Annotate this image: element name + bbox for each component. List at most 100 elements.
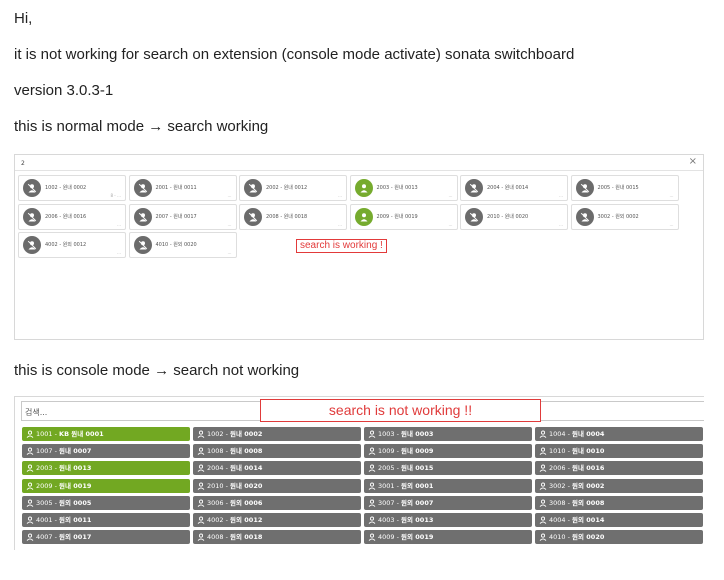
extension-name: 원외 0011	[59, 516, 92, 524]
user-muted-icon	[23, 179, 41, 197]
extension-label: 1008 - 원내 0008	[207, 447, 262, 455]
extension-card[interactable]: 3002 - 원외 0002…	[570, 203, 679, 230]
extension-pill[interactable]: 1009 - 원내 0009	[364, 444, 532, 459]
extension-number: 3002 -	[549, 481, 570, 490]
extension-card[interactable]: 2001 - 원내 0011…	[128, 175, 237, 201]
extension-label: 2009 - 원내 0019	[36, 482, 91, 490]
user-muted-icon	[575, 207, 594, 226]
extension-label: 2010 - 원내 0020	[207, 482, 262, 490]
extension-label: 2003 - 원내 0013	[376, 185, 418, 191]
extension-name: 원내 0014	[230, 464, 263, 473]
extension-status: …	[227, 250, 232, 255]
extension-pill[interactable]: 2010 - 원내 0020	[193, 478, 361, 493]
extension-pill[interactable]: 4009 - 원외 0019	[364, 530, 532, 545]
extension-name: 원내 0020	[230, 481, 263, 490]
extension-pill[interactable]: 2003 - 원내 0013	[22, 461, 190, 476]
extension-card[interactable]: 2006 - 원내 0016…	[18, 203, 126, 230]
extension-name: 원외 0020	[572, 533, 605, 542]
extension-name: 원외 0019	[401, 533, 434, 542]
user-icon	[539, 499, 547, 507]
extension-number: 1001 -	[36, 430, 57, 438]
extension-card[interactable]: 2009 - 원내 0019…	[349, 203, 458, 230]
extension-pill[interactable]: 2006 - 원내 0016	[535, 461, 703, 476]
extension-number: 3006 -	[207, 498, 228, 507]
extension-pill[interactable]: 3007 - 원외 0007	[364, 495, 532, 510]
normal-search-input[interactable]	[21, 158, 621, 168]
extension-card[interactable]: 4002 - 원외 0012…	[18, 232, 126, 258]
user-icon	[26, 516, 34, 524]
user-icon	[354, 207, 373, 226]
extension-pill[interactable]: 2005 - 원내 0015	[364, 461, 532, 476]
extension-pill[interactable]: 1010 - 원내 0010	[535, 444, 703, 459]
extension-name: 원외 0002	[572, 481, 605, 490]
extension-pill[interactable]: 4002 - 원외 0012	[193, 513, 361, 527]
user-icon	[368, 430, 376, 438]
extension-name: 원내 0019	[59, 481, 92, 490]
user-icon	[539, 447, 547, 456]
extension-pill[interactable]: 4010 - 원외 0020	[535, 530, 703, 545]
extension-pill[interactable]: 3001 - 원외 0001	[364, 478, 532, 493]
extension-number: 2004 -	[207, 464, 228, 473]
extension-pill[interactable]: 1002 - 원내 0002	[193, 427, 361, 441]
extension-pill[interactable]: 2009 - 원내 0019	[22, 478, 190, 493]
extension-label: 4003 - 원외 0013	[378, 516, 433, 524]
user-icon	[26, 464, 34, 473]
extension-pill[interactable]: 3002 - 원외 0002	[535, 478, 703, 493]
user-icon	[539, 430, 547, 438]
close-icon[interactable]: ×	[688, 156, 697, 167]
extension-name: 원외 0014	[572, 516, 605, 524]
user-muted-icon	[23, 207, 41, 226]
extension-card[interactable]: 2007 - 원내 0017…	[128, 203, 237, 230]
extension-pill[interactable]: 4004 - 원외 0014	[535, 513, 703, 527]
extension-name: 원내 0002	[230, 430, 263, 438]
extension-number: 4008 -	[207, 533, 228, 542]
extension-pill[interactable]: 4001 - 원외 0011	[22, 513, 190, 527]
extension-status: …	[559, 193, 563, 198]
extension-pill[interactable]: 4003 - 원외 0013	[364, 513, 532, 527]
extension-label: 1004 - 원내 0004	[549, 430, 604, 438]
extension-name: 원내 0007	[59, 447, 92, 456]
user-muted-icon	[133, 179, 152, 197]
console-search-input[interactable]	[25, 406, 225, 418]
extension-pill[interactable]: 4008 - 원외 0018	[193, 530, 361, 545]
extension-number: 2006 -	[549, 464, 570, 473]
extension-pill[interactable]: 4007 - 원외 0017	[22, 530, 190, 545]
user-icon	[354, 179, 373, 197]
extension-number: 1002 -	[207, 430, 228, 438]
extension-number: 3007 -	[378, 498, 399, 507]
extension-number: 3001 -	[378, 481, 399, 490]
normal-search-bar: ×	[15, 155, 703, 171]
user-icon	[368, 482, 376, 490]
extension-number: 2010 -	[207, 481, 228, 490]
extension-label: 3001 - 원외 0001	[378, 482, 433, 490]
extension-label: 3006 - 원외 0006	[207, 499, 262, 507]
extension-pill[interactable]: 3006 - 원외 0006	[193, 495, 361, 510]
extension-card[interactable]: 2008 - 원내 0018…	[239, 203, 347, 230]
extension-pill[interactable]: 1007 - 원내 0007	[22, 444, 190, 459]
extension-pill[interactable]: 1001 - KB 원내 0001	[22, 427, 190, 441]
extension-pill[interactable]: 2004 - 원내 0014	[193, 461, 361, 476]
extension-pill[interactable]: 1003 - 원내 0003	[364, 427, 532, 441]
extension-card[interactable]: 4010 - 원외 0020…	[128, 232, 237, 258]
user-icon	[197, 533, 205, 542]
extension-card[interactable]: 2002 - 원내 0012…	[239, 175, 347, 201]
extension-card[interactable]: 2005 - 원내 0015…	[570, 175, 679, 201]
extension-pill[interactable]: 3008 - 원외 0008	[535, 495, 703, 510]
extension-card[interactable]: 2010 - 원내 0020…	[460, 203, 568, 230]
extension-number: 1004 -	[549, 430, 570, 438]
extension-label: 1002 - 원내 0002	[45, 185, 87, 191]
extension-label: 4010 - 원외 0020	[549, 533, 604, 541]
extension-status: …	[448, 193, 453, 198]
extension-label: 2006 - 원내 0016	[549, 464, 604, 472]
user-icon	[26, 482, 34, 490]
extension-pill[interactable]: 3005 - 원외 0005	[22, 495, 190, 510]
extension-pill[interactable]: 1004 - 원내 0004	[535, 427, 703, 441]
extension-pill[interactable]: 1008 - 원내 0008	[193, 444, 361, 459]
extension-card[interactable]: 2004 - 원내 0014…	[460, 175, 568, 201]
extension-card[interactable]: 2003 - 원내 0013 …	[349, 175, 458, 201]
extension-name: 원내 0016	[572, 464, 605, 473]
extension-status: …	[227, 193, 232, 198]
problem-text: it is not working for search on extensio…	[14, 46, 575, 63]
